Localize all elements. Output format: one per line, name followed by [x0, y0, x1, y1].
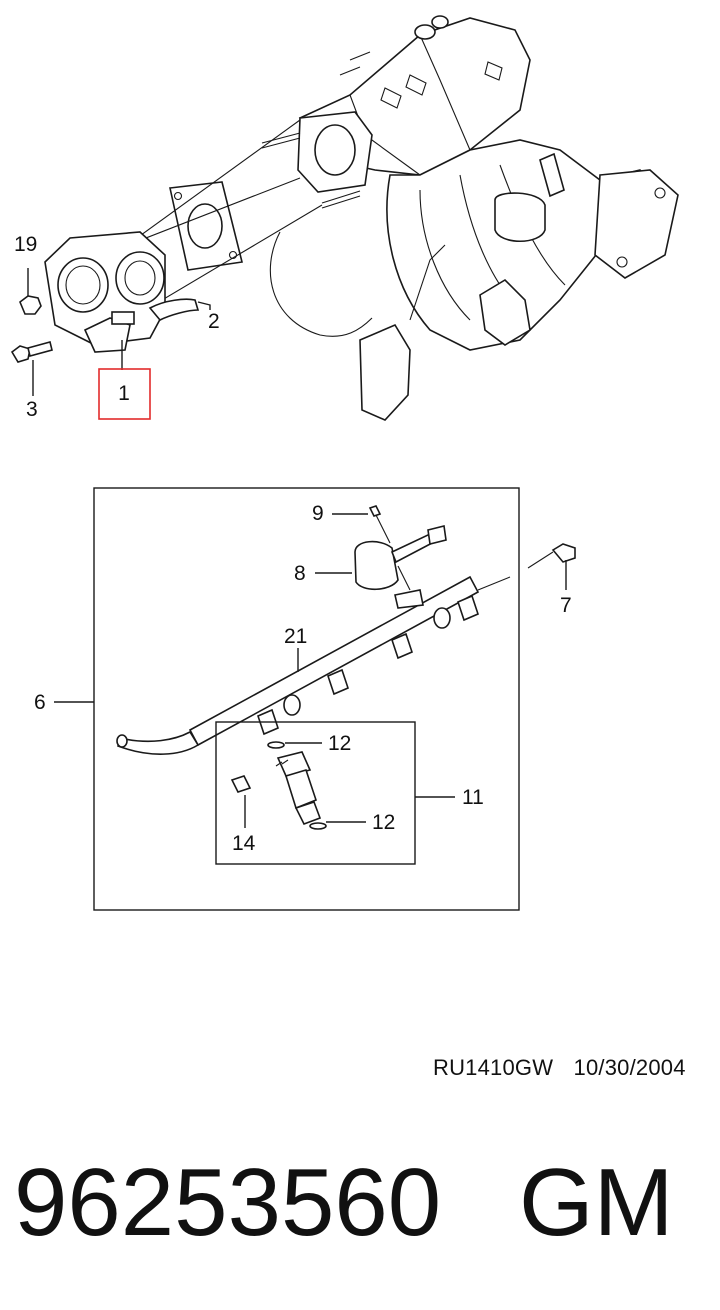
rail-bolt	[527, 543, 576, 590]
o-ring-lower	[309, 822, 327, 830]
gasket	[169, 181, 243, 271]
callout-7: 7	[560, 594, 572, 617]
drawing-code: RU1410GW	[433, 1055, 554, 1080]
injector-kit-frame	[215, 721, 416, 865]
regulator-screw	[368, 505, 391, 544]
pressure-regulator	[354, 525, 447, 609]
callout-11: 11	[462, 786, 484, 809]
callout-12-upper: 12	[328, 732, 351, 755]
nut	[19, 268, 42, 315]
injector-clip	[230, 775, 252, 828]
callout-21: 21	[284, 625, 307, 648]
throttle-body	[44, 231, 200, 353]
callout-19: 19	[14, 233, 37, 256]
rail-extension-line	[477, 576, 511, 591]
o-ring-upper	[267, 741, 285, 749]
leader-line-2	[197, 301, 211, 310]
callout-3: 3	[26, 398, 38, 421]
drawing-date: 10/30/2004	[573, 1055, 686, 1080]
callout-12-lower: 12	[372, 811, 395, 834]
callout-6: 6	[34, 691, 46, 714]
callout-9: 9	[312, 502, 324, 525]
callout-2: 2	[208, 310, 220, 333]
drawing-reference: RU1410GW 10/30/2004	[433, 1055, 686, 1081]
fuel-rail-assembly-frame	[93, 487, 520, 911]
fuel-rail	[116, 575, 480, 755]
bolt	[10, 341, 53, 396]
exploded-parts-diagram: 1 2 3 19 6 8 9 7 21	[10, 15, 679, 911]
part-number: 96253560	[14, 1149, 442, 1256]
callout-14: 14	[232, 832, 256, 855]
highlighted-callout-box	[98, 368, 151, 420]
intake-manifold	[269, 15, 679, 421]
callout-8: 8	[294, 562, 306, 585]
part-number-row: 96253560 GM	[14, 1148, 704, 1268]
fuel-injector	[275, 751, 322, 826]
callout-1: 1	[118, 382, 130, 405]
studs	[261, 132, 361, 209]
brand-name: GM	[519, 1149, 674, 1256]
